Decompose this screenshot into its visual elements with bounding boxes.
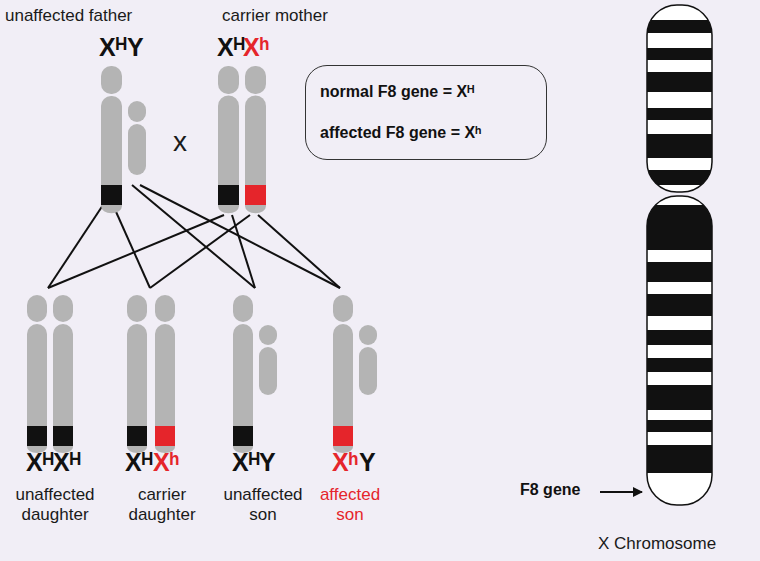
cross-symbol: x — [173, 126, 187, 158]
inheritance-lines — [48, 185, 340, 288]
inheritance-line — [150, 215, 250, 288]
genotype-allele: Y — [127, 33, 144, 62]
key-box: normal F8 gene = Xᴴ affected F8 gene = Xʰ — [305, 65, 547, 160]
chromosome-title: X Chromosome — [598, 534, 716, 554]
genotype-allele: Xᴴ — [53, 448, 81, 477]
gene-label: F8 gene — [520, 481, 580, 499]
offspring-label: unaffected son — [213, 485, 313, 524]
x-chromosome-affected — [245, 66, 266, 213]
x-chromosome — [27, 295, 47, 453]
x-chromosome — [53, 295, 73, 453]
offspring-label: affected son — [305, 485, 395, 524]
genotype-allele: Xʰ — [243, 33, 269, 62]
y-chromosome — [359, 325, 377, 395]
chromosome-bands — [640, 0, 720, 510]
x-chromosome — [233, 295, 253, 453]
genotype-allele: Xᴴ — [217, 33, 245, 62]
inheritance-line — [48, 215, 224, 288]
parent-label: unaffected father — [5, 6, 132, 26]
x-chromosome — [127, 295, 147, 453]
key-entry: affected F8 gene = Xʰ — [320, 124, 536, 142]
genotype-allele: Xᴴ — [99, 33, 127, 62]
inheritance-line — [113, 205, 150, 288]
x-chromosome — [101, 66, 122, 213]
x-chromosome-affected — [155, 295, 175, 453]
parent-label: carrier mother — [222, 6, 328, 26]
offspring-label: carrier daughter — [112, 485, 212, 524]
genotype-allele: Y — [259, 448, 276, 477]
x-chromosome-affected — [333, 295, 353, 453]
genotype-allele: Xᴴ — [125, 448, 153, 477]
genotype-allele: Xʰ — [332, 448, 358, 477]
genotype-allele: Y — [359, 448, 376, 477]
y-chromosome — [259, 325, 277, 395]
gene-pointer-arrow — [600, 491, 642, 493]
offspring-label: unaffected daughter — [5, 485, 105, 524]
genotype-allele: Xʰ — [153, 448, 179, 477]
key-entry: normal F8 gene = Xᴴ — [320, 83, 536, 101]
y-chromosome — [128, 101, 146, 175]
inheritance-line — [132, 185, 255, 288]
genotype-allele: Xᴴ — [232, 448, 260, 477]
x-chromosome — [218, 66, 239, 213]
chromosome-outline — [647, 5, 712, 505]
genotype-allele: Xᴴ — [26, 448, 54, 477]
inheritance-line — [258, 215, 340, 288]
